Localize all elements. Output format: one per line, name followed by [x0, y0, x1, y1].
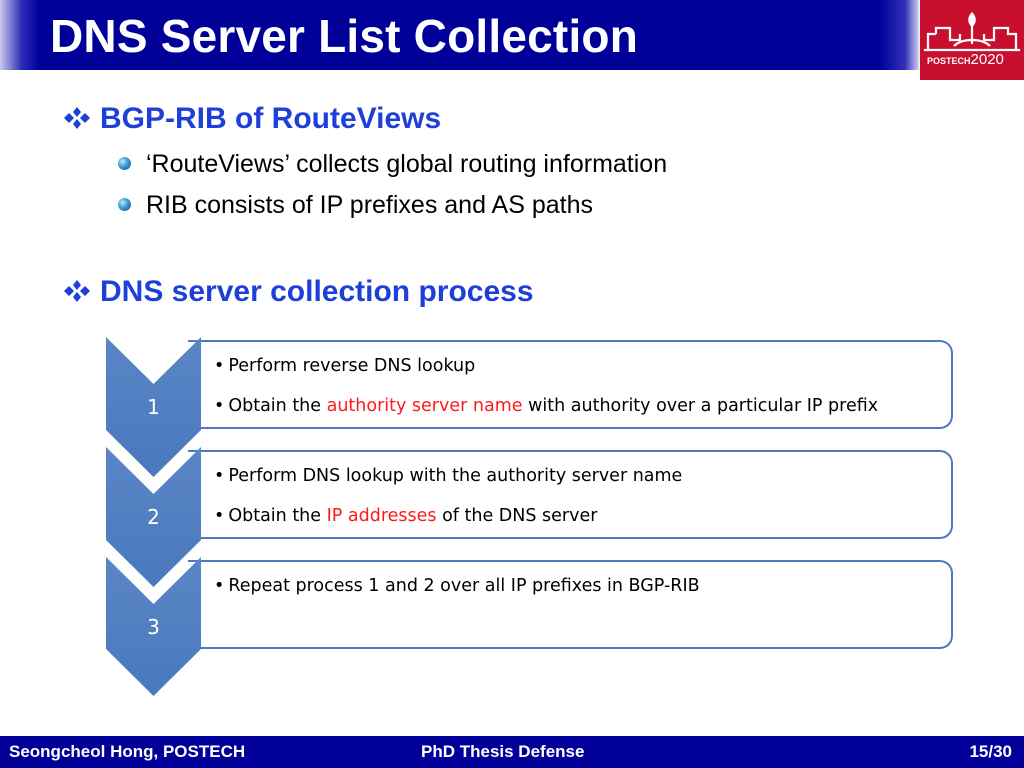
highlight-text: IP addresses [326, 506, 437, 526]
step-line: •Obtain the authority server name with a… [214, 396, 879, 416]
heading-text: BGP-RIB of RouteViews [100, 102, 442, 135]
step-number: 2 [147, 505, 160, 529]
logo-year-text: 2020 [970, 51, 1004, 68]
section-heading-bgp-rib: BGP-RIB of RouteViews [62, 101, 441, 137]
bullet-item: ‘RouteViews’ collects global routing inf… [118, 149, 667, 179]
slide-title: DNS Server List Collection [50, 10, 639, 62]
bullet-text: ‘RouteViews’ collects global routing inf… [146, 150, 668, 178]
step-2-box: •Perform DNS lookup with the authority s… [188, 450, 953, 539]
skyline-icon [924, 12, 1020, 52]
section-heading-dns-collection: DNS server collection process [62, 274, 534, 310]
step-1-box: •Perform reverse DNS lookup •Obtain the … [188, 340, 953, 429]
logo-brand-text: POSTECH [927, 56, 971, 66]
bullet-text: RIB consists of IP prefixes and AS paths [146, 191, 593, 219]
footer-bar: Seongcheol Hong, POSTECH PhD Thesis Defe… [0, 736, 1024, 768]
footer-event: PhD Thesis Defense [421, 742, 585, 761]
step-line: •Repeat process 1 and 2 over all IP pref… [214, 576, 700, 596]
step-number: 3 [147, 615, 160, 639]
highlight-text: authority server name [326, 396, 523, 416]
step-line: •Obtain the IP addresses of the DNS serv… [214, 506, 598, 526]
heading-text: DNS server collection process [100, 275, 534, 308]
step-3-box: •Repeat process 1 and 2 over all IP pref… [188, 560, 953, 649]
diamond-bullet-icon [64, 280, 90, 302]
sphere-bullet-icon [118, 157, 131, 170]
step-line: •Perform DNS lookup with the authority s… [214, 466, 683, 486]
footer-author: Seongcheol Hong, POSTECH [9, 742, 246, 761]
step-number: 1 [147, 395, 160, 419]
step-1-chevron: 1 [106, 337, 201, 477]
title-bar: DNS Server List Collection [0, 0, 1024, 70]
step-line: •Perform reverse DNS lookup [214, 356, 476, 376]
bullet-item: RIB consists of IP prefixes and AS paths [118, 190, 593, 220]
footer-page-number: 15/30 [969, 742, 1012, 761]
postech-logo: POSTECH2020 [920, 0, 1024, 80]
sphere-bullet-icon [118, 198, 131, 211]
diamond-bullet-icon [64, 107, 90, 129]
